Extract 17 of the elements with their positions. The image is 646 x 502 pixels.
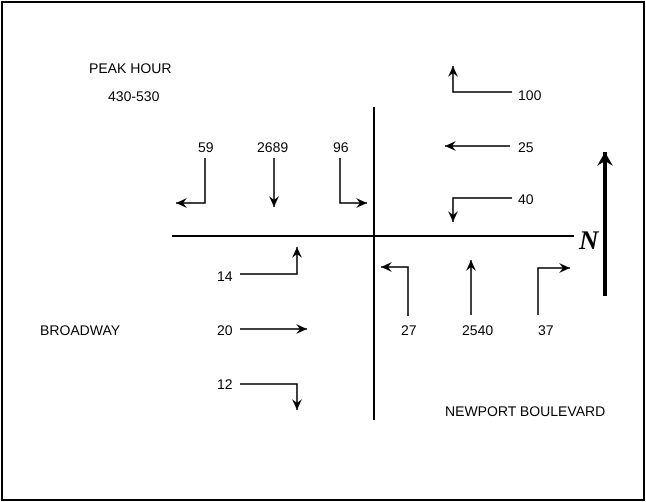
label-text: 25: [518, 139, 534, 155]
label-text: 100: [518, 87, 542, 103]
label-text: 20: [217, 322, 233, 338]
label-text: 59: [198, 139, 214, 155]
label-text: 27: [401, 322, 417, 338]
label-text: BROADWAY: [40, 322, 120, 338]
label-text: NEWPORT BOULEVARD: [445, 403, 606, 419]
label-text: 2540: [462, 322, 494, 338]
label-text: 430-530: [108, 88, 160, 104]
label-text: PEAK HOUR: [89, 60, 172, 76]
label-text: 2689: [257, 139, 288, 155]
north-letter: N: [579, 226, 598, 254]
label-text: 37: [538, 322, 554, 338]
label-text: 12: [217, 376, 233, 392]
label-text: 14: [217, 268, 233, 284]
label-text: 96: [333, 139, 349, 155]
label-text: 40: [518, 191, 534, 207]
